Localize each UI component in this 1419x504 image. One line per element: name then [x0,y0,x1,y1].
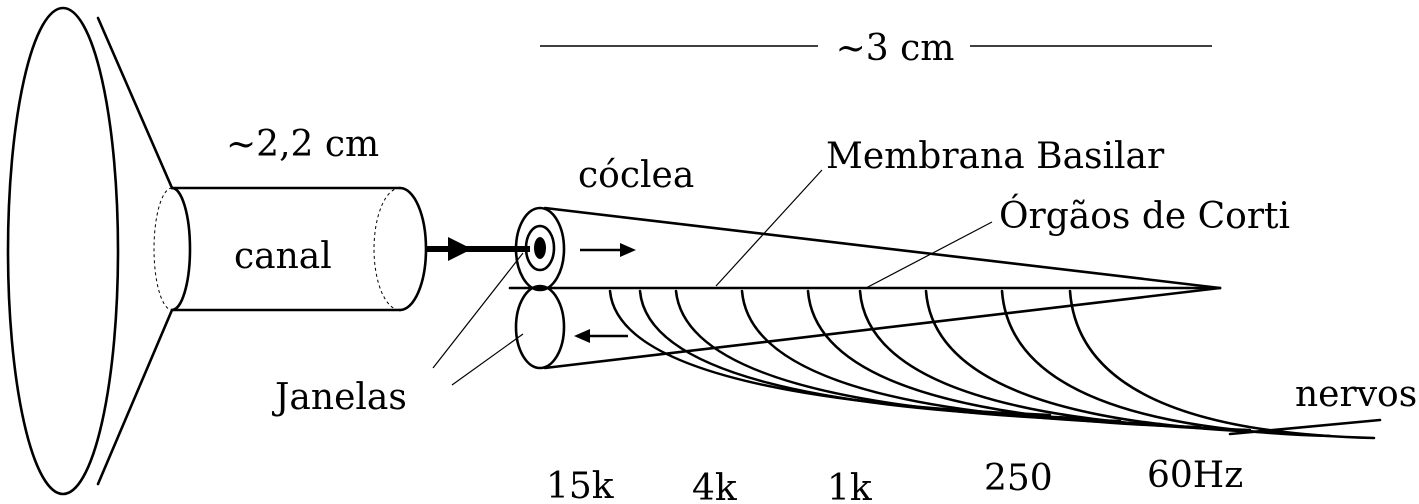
funnel-bottom-line [96,308,174,486]
pinna-ellipse [6,6,120,496]
organs-of-corti-label: Órgãos de Corti [999,195,1290,237]
input-arrowhead [448,237,472,261]
canal-left-back-arc [153,187,173,311]
oval-window-core [534,237,546,259]
nerve-fibre-5 [806,289,1202,429]
outer-ear [6,6,174,496]
leader-organs-of-corti [865,221,993,289]
frequency-label: 4k [692,468,738,504]
cochlea [508,206,1222,370]
cochlea-lower-edge [543,286,1222,370]
frequency-label: 60Hz [1147,455,1243,496]
leader-basilar-membrane [715,169,823,287]
cochlea-label: cóclea [578,155,694,196]
flow-arrow-back-head [574,329,590,343]
nerve-fibres [608,289,1382,440]
frequency-labels: 15k 4k 1k 250 60Hz [546,455,1243,504]
length-canal-label: ~2,2 cm [226,124,379,165]
frequency-label: 250 [984,458,1053,499]
nerve-bundle-end [1228,418,1382,436]
leader-window-oval [432,252,524,369]
length-total-label: ~3 cm [836,28,955,69]
frequency-label: 15k [546,466,615,504]
canal-left-front-arc [170,186,192,312]
canal-label: canal [234,236,332,277]
round-window [514,284,566,370]
canal-right-front-arc [398,186,428,312]
canal-right-back-arc [373,187,401,311]
flow-arrow-forward-head [620,243,636,257]
funnel-top-line [96,16,174,190]
nerve-fibre-8 [1000,289,1332,438]
nerve-fibre-9 [1068,289,1376,440]
oval-window-inner [524,224,556,272]
leader-window-round [451,333,524,386]
frequency-label: 1k [827,468,873,504]
nerves-label: nervos [1295,374,1417,415]
windows-label: Janelas [271,377,407,418]
input-arrow [427,237,530,261]
ear-canal [153,186,428,312]
basilar-membrane-label: Membrana Basilar [826,136,1165,177]
cochlea-upper-edge [543,206,1222,290]
oval-window [514,206,566,292]
nerve-fibre-7 [924,289,1292,435]
nerve-fibre-6 [858,289,1252,432]
leader-lines [432,169,993,386]
